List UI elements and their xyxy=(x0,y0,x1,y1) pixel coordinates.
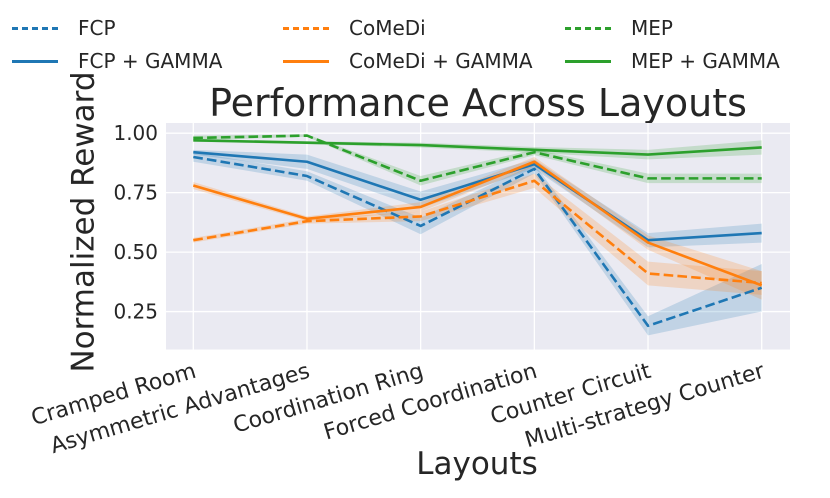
confidence-band-CoMeDi xyxy=(193,173,762,295)
legend-line-swatch xyxy=(283,26,329,30)
legend-line-swatch xyxy=(565,26,611,30)
legend-item-CoMeDi: CoMeDi xyxy=(283,18,426,38)
y-tick-label: 0.75 xyxy=(113,181,158,205)
y-tick-label: 0.50 xyxy=(113,240,158,264)
legend-item-label: MEP xyxy=(631,16,673,40)
legend-line-swatch xyxy=(283,59,329,63)
legend-item-FCP-+-GAMMA: FCP + GAMMA xyxy=(12,51,222,71)
y-tick-label: 0.25 xyxy=(113,300,158,324)
chart-title: Performance Across Layouts xyxy=(209,81,747,125)
x-axis-label: Layouts xyxy=(416,446,538,482)
series-line-FCP xyxy=(193,155,763,328)
legend-line-swatch xyxy=(565,59,611,63)
series-line-CoMeDi-+-GAMMA xyxy=(192,160,763,287)
legend-item-FCP: FCP xyxy=(12,18,116,38)
series-line-CoMeDi xyxy=(193,179,762,285)
legend-item-CoMeDi-+-GAMMA: CoMeDi + GAMMA xyxy=(283,51,533,71)
legend-line-swatch xyxy=(12,26,58,30)
legend-item-label: MEP + GAMMA xyxy=(631,49,780,73)
legend-item-MEP: MEP xyxy=(565,18,673,38)
legend-item-label: CoMeDi xyxy=(349,16,426,40)
legend-item-MEP-+-GAMMA: MEP + GAMMA xyxy=(565,51,780,71)
legend-line-swatch xyxy=(12,59,58,63)
legend-item-label: FCP xyxy=(78,16,116,40)
series-line-MEP-+-GAMMA xyxy=(193,139,762,156)
legend-item-label: FCP + GAMMA xyxy=(78,49,223,73)
series-line-FCP-+-GAMMA xyxy=(193,150,762,242)
legend-item-label: CoMeDi + GAMMA xyxy=(349,49,533,73)
y-tick-label: 1.00 xyxy=(113,121,158,145)
confidence-band-FCP xyxy=(193,152,762,336)
series-line-MEP xyxy=(193,134,762,183)
